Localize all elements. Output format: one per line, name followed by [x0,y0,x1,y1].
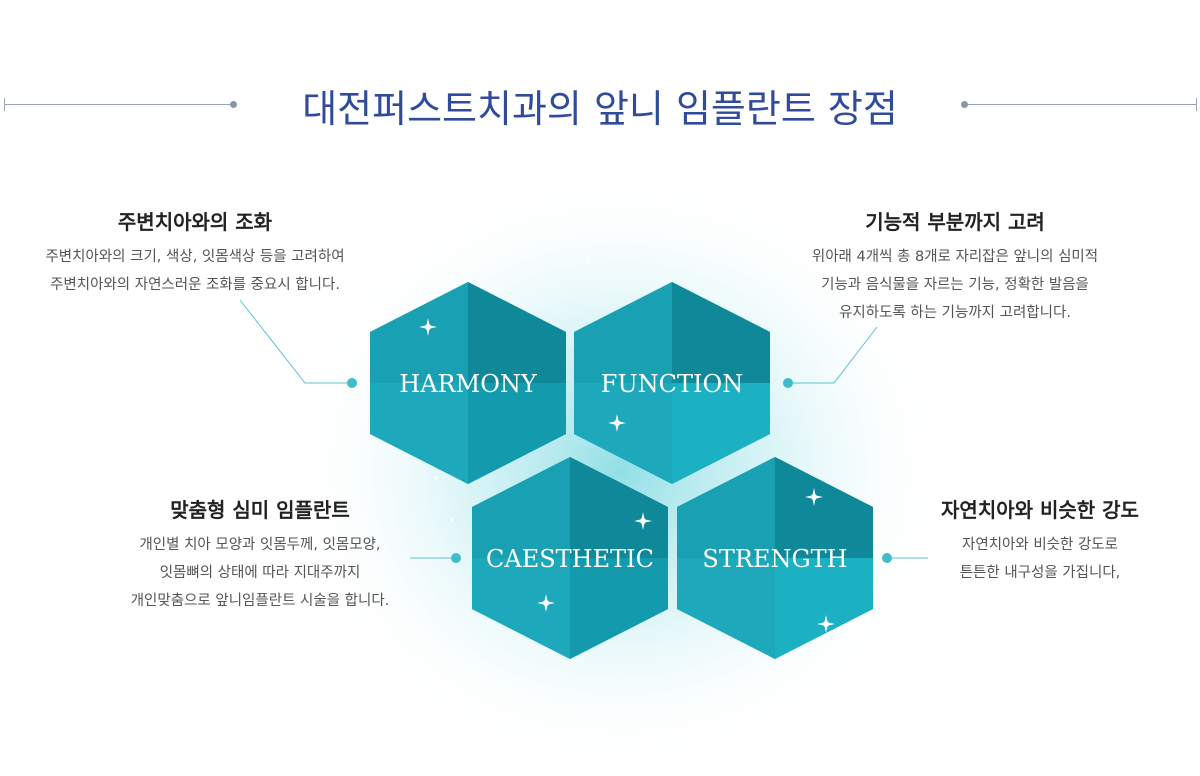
title-rule-left-cap [4,98,5,111]
hexagon-harmony: HARMONY [370,282,566,484]
feature-harmony: 주변치아와의 조화 주변치아와의 크기, 색상, 잇몸색상 등을 고려하여 주변… [0,206,390,299]
hexagon-label-function: FUNCTION [601,370,743,398]
connector-dot-function [783,378,793,388]
feature-line: 기능과 음식물을 자르는 기능, 정확한 발음을 [821,277,1089,293]
feature-line: 잇몸뼈의 상태에 따라 지대주까지 [159,565,361,581]
feature-line: 튼튼한 내구성을 가집니다, [959,565,1121,581]
feature-line: 주변치아와의 크기, 색상, 잇몸색상 등을 고려하여 [45,249,345,265]
title-rule-right-cap [1196,98,1197,111]
feature-heading: 자연치아와 비슷한 강도 [941,498,1139,522]
title-rule-left [5,104,230,105]
title-rule-right-dot [961,101,968,108]
feature-line: 주변치아와의 자연스러운 조화를 중요시 합니다. [50,277,340,293]
feature-line: 개인별 치아 모양과 잇몸두께, 잇몸모양, [139,537,381,553]
hexagon-label-strength: STRENGTH [702,545,847,573]
feature-heading: 기능적 부분까지 고려 [865,210,1045,234]
hexagon-strength: STRENGTH [677,457,873,659]
feature-heading: 맞춤형 심미 임플란트 [170,498,350,522]
hexagon-caesthetic: CAESTHETIC [472,457,668,659]
feature-strength: 자연치아와 비슷한 강도 자연치아와 비슷한 강도로 튼튼한 내구성을 가집니다… [890,494,1190,587]
glitter-dots [423,228,915,720]
feature-heading: 주변치아와의 조화 [117,210,273,234]
feature-aesthetic: 맞춤형 심미 임플란트 개인별 치아 모양과 잇몸두께, 잇몸모양, 잇몸뼈의 … [95,494,425,615]
connector-function [788,326,878,384]
hexagon-function: FUNCTION [574,282,770,484]
title-rule-left-dot [230,101,237,108]
connector-dot-harmony [347,378,357,388]
feature-function: 기능적 부분까지 고려 위아래 4개씩 총 8개로 자리잡은 앞니의 심미적 기… [800,206,1110,327]
hexagon-label-harmony: HARMONY [399,370,538,398]
page-title: 대전퍼스트치과의 앞니 임플란트 장점 [302,87,898,131]
title-rule-right [968,104,1196,105]
feature-line: 개인맞춤으로 앞니임플란트 시술을 합니다. [130,593,390,609]
feature-line: 자연치아와 비슷한 강도로 [962,537,1118,553]
feature-line: 위아래 4개씩 총 8개로 자리잡은 앞니의 심미적 [811,249,1099,265]
feature-line: 유지하도록 하는 기능까지 고려합니다. [839,305,1071,321]
connector-harmony [239,299,352,384]
connector-dot-strength [882,553,892,563]
connector-dot-aesthetic [451,553,461,563]
hexagon-label-caesthetic: CAESTHETIC [486,545,654,573]
